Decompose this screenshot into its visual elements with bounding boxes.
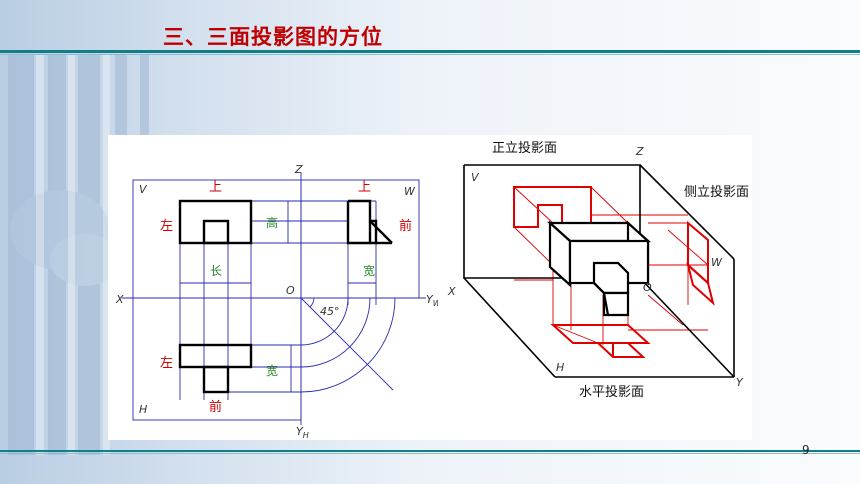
axis-label-yw-sub: W	[433, 299, 438, 308]
side-view-top-label: 上	[358, 180, 371, 195]
plane-label-h: H	[139, 403, 147, 416]
box-label-y: Y	[736, 376, 744, 389]
box-label-o: O	[643, 281, 652, 294]
axis-label-yh-sub: H	[303, 431, 309, 440]
box-label-w: W	[711, 256, 723, 269]
page-number: 9	[802, 443, 810, 457]
box-label-h: H	[556, 361, 564, 374]
height-label: 高	[266, 215, 278, 230]
axis-label-yw-y: Y	[426, 293, 434, 306]
side-plane-label: 侧立投影面	[684, 184, 749, 200]
three-view-drawing: Z X O YW YH V W H 上 左 高 长 上 前 宽 左 前 宽 45…	[115, 163, 438, 440]
top-view-front-label: 前	[209, 399, 222, 415]
box-label-z: Z	[635, 145, 644, 158]
front-view-left-label: 左	[160, 219, 173, 234]
top-view-left-label: 左	[160, 356, 173, 371]
axis-label-yw: YW	[426, 293, 438, 308]
horizontal-plane-label: 水平投影面	[579, 384, 644, 400]
angle-label: 45°	[320, 305, 340, 318]
front-plane-label: 正立投影面	[492, 140, 557, 156]
top-width-label: 宽	[266, 363, 278, 378]
front-view-top-label: 上	[209, 180, 222, 195]
length-label: 长	[210, 264, 222, 278]
axis-label-yh-y: Y	[296, 425, 304, 438]
plane-label-w: W	[404, 185, 416, 198]
axis-label-z: Z	[294, 163, 303, 176]
plane-label-v: V	[139, 183, 148, 196]
content-panel: Z X O YW YH V W H 上 左 高 长 上 前 宽 左 前 宽 45…	[108, 135, 752, 440]
projection-box-diagram: 正立投影面 侧立投影面 水平投影面 V W H X Y Z O	[447, 140, 749, 400]
side-width-label: 宽	[363, 263, 375, 278]
axis-label-x: X	[115, 293, 124, 306]
box-label-x: X	[447, 285, 456, 298]
box-label-v: V	[471, 171, 480, 184]
axis-label-o: O	[286, 284, 295, 297]
slide-title: 三、三面投影图的方位	[163, 25, 383, 49]
side-view-front-label: 前	[399, 218, 412, 234]
axis-label-yh: YH	[296, 425, 309, 440]
